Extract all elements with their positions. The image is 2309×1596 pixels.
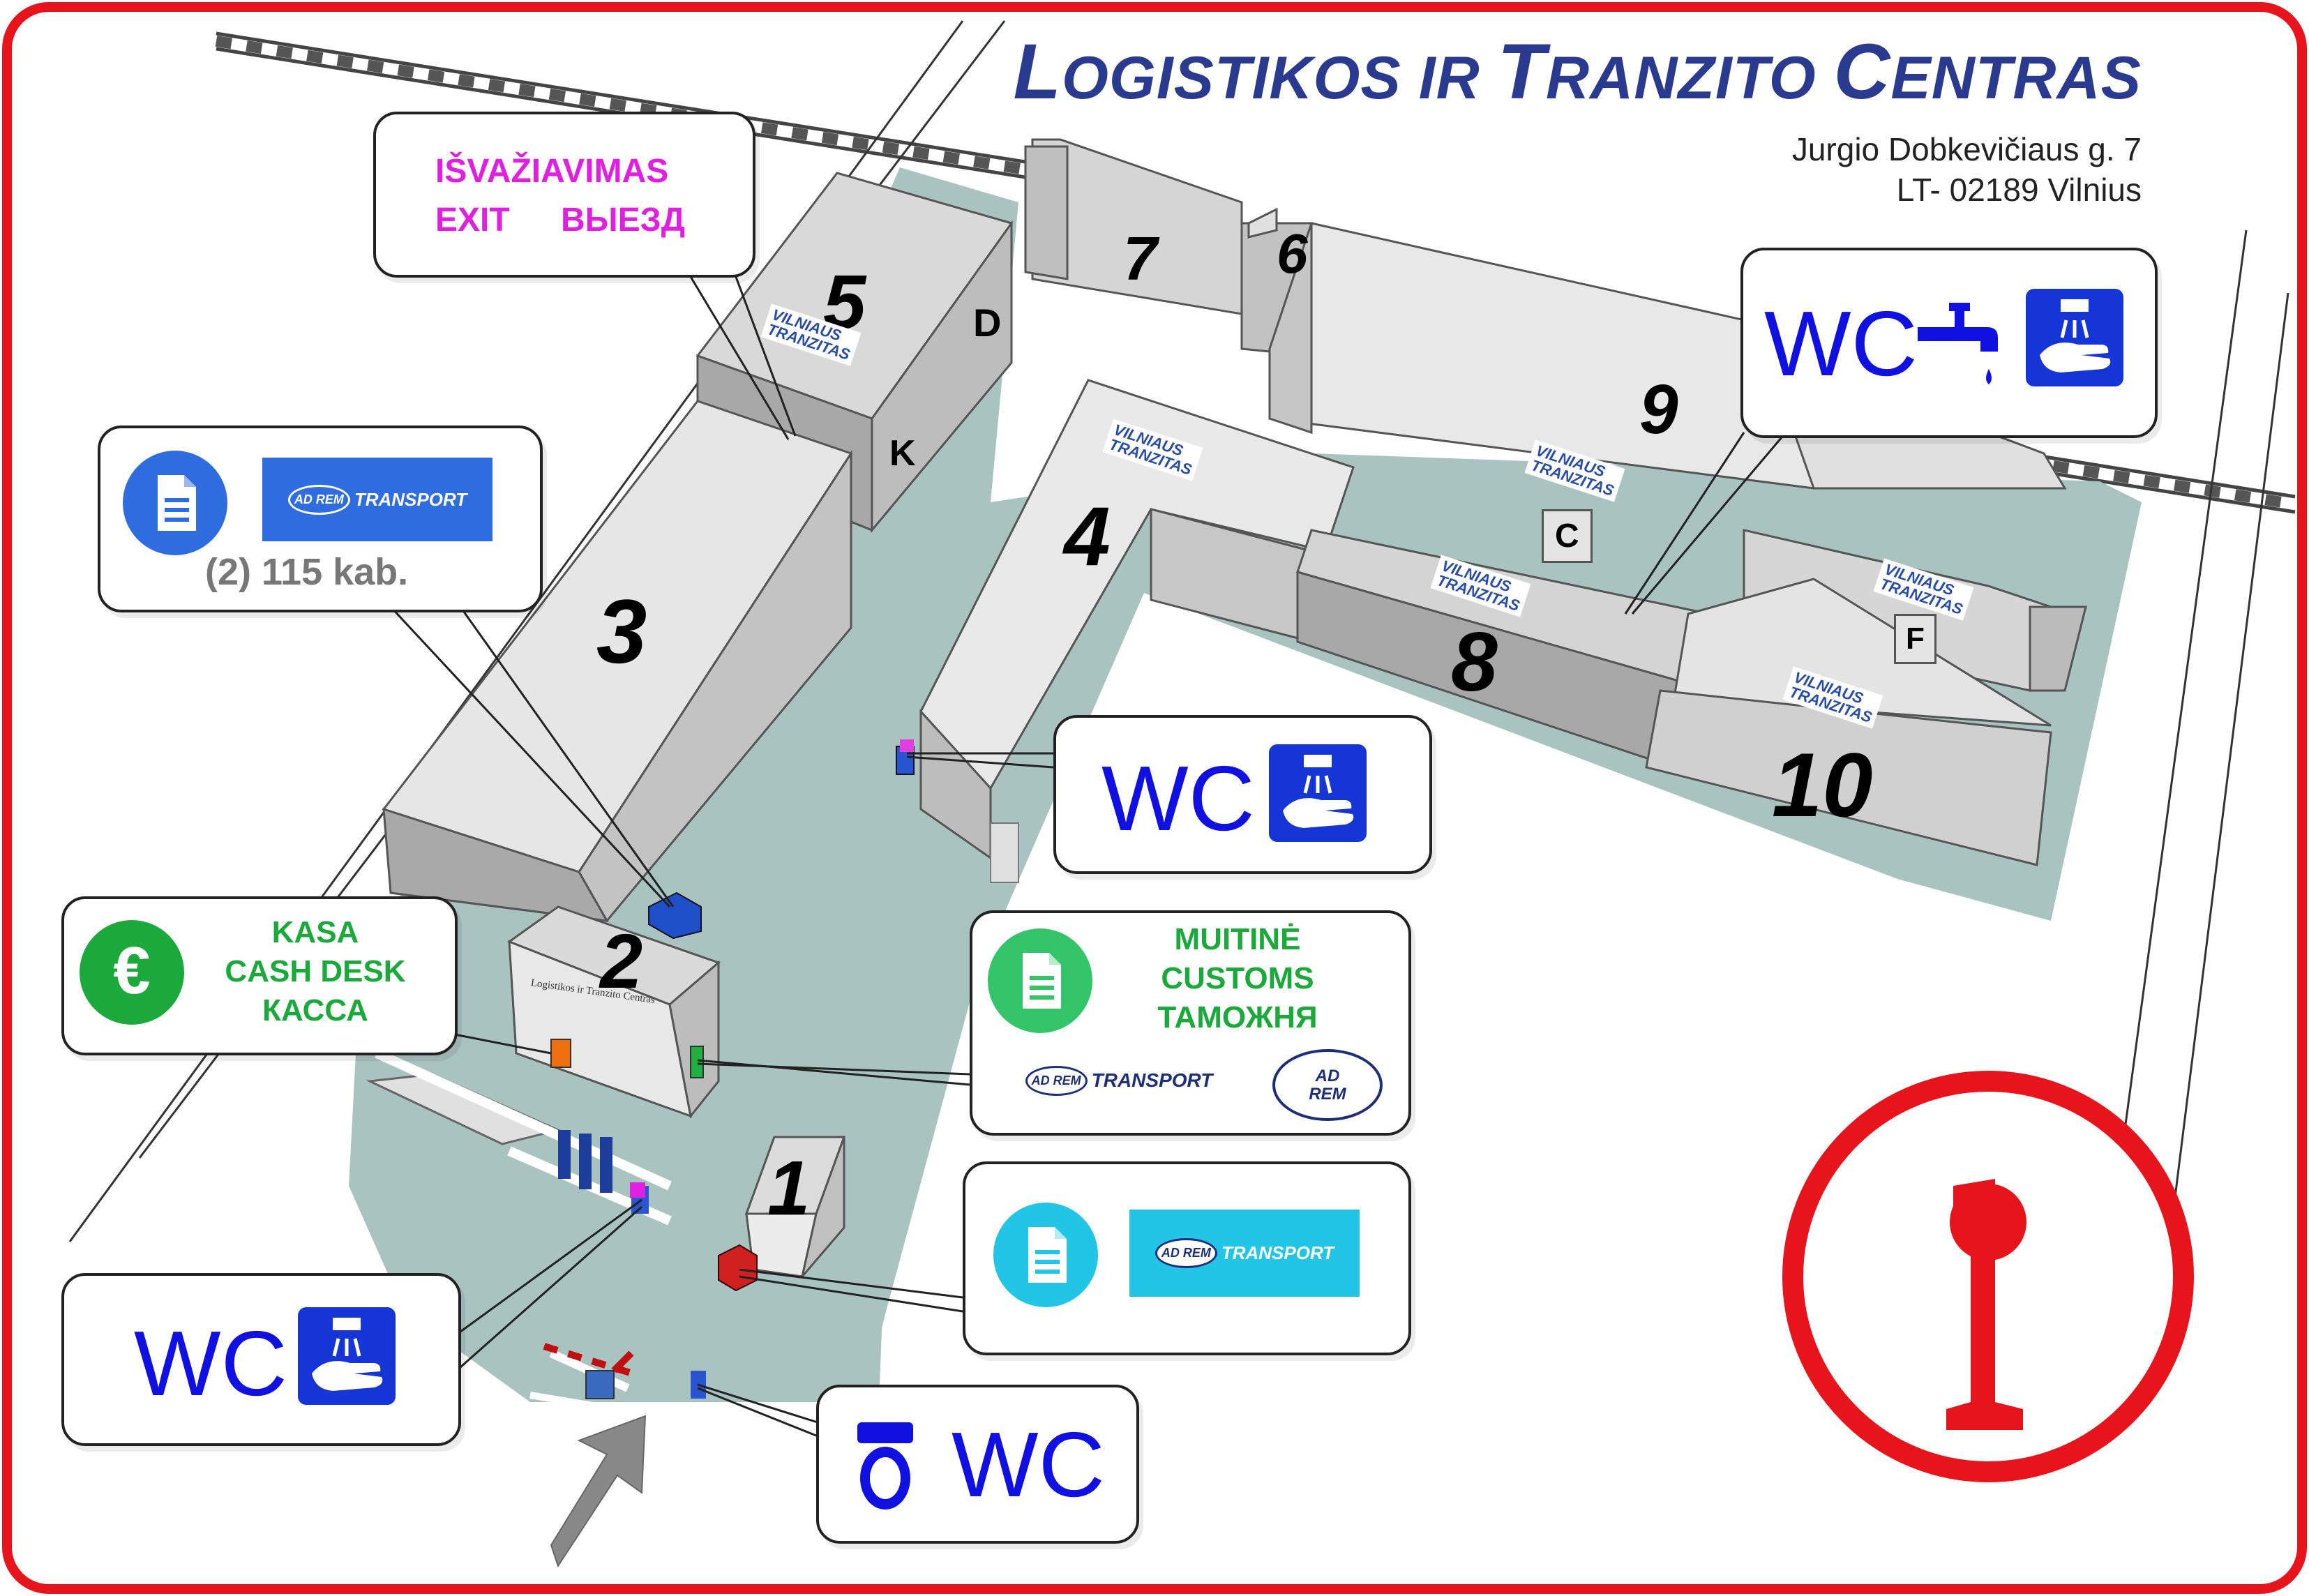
exit-label-en: EXIT [435, 202, 510, 239]
adrem-transport-logo: AD REM TRANSPORT [1129, 1210, 1360, 1297]
logo-text-rem: REM [1053, 1073, 1081, 1087]
office-room-label: (2) 115 kab. [205, 551, 409, 593]
building-2 [506, 905, 721, 1119]
callout-office: AD REM TRANSPORT (2) 115 kab. [98, 426, 543, 612]
exit-label-lt: IŠVAŽIAVIMAS [435, 153, 669, 190]
page-title: LOGISTIKOS IR TRANZITO CENTRAS [1014, 27, 2142, 116]
water-tap-icon [1918, 303, 1998, 384]
address-line-2: LT- 02189 Vilnius [1896, 172, 2142, 208]
callout-wc-middle: WC [1053, 715, 1432, 874]
building-letter-c: C [1542, 509, 1593, 563]
cash-label-lt: KASA [271, 915, 359, 949]
customs-door [690, 1046, 704, 1078]
wc-marker-entrance-top [630, 1182, 645, 1198]
callout-cash-desk: € KASA CASH DESK КАССА [61, 896, 458, 1055]
euro-icon: € [80, 920, 184, 1025]
logo-text-ad: AD [1161, 1246, 1180, 1260]
document-icon [993, 1203, 1098, 1307]
logo-text-transport: TRANSPORT [1221, 1242, 1334, 1263]
logo-text-ad: AD [1315, 1066, 1340, 1085]
document-icon [988, 928, 1092, 1033]
entrance-barrier [529, 1343, 656, 1420]
building-number-1: 1 [767, 1145, 811, 1231]
cash-desk-label: KASA CASH DESK КАССА [197, 913, 434, 1030]
adrem-globe: AD REM [1025, 1065, 1088, 1096]
logo-text-transport: TRANSPORT [1091, 1069, 1213, 1091]
handwash-icon [298, 1307, 396, 1405]
adrem-transport-logo: AD REM TRANSPORT [262, 458, 492, 541]
blue-box-marker-3 [648, 891, 702, 940]
wc-label-top: WC [1764, 292, 1918, 395]
callout-wc-bottom-left: WC [61, 1273, 461, 1446]
wc-label-middle: WC [1101, 747, 1255, 850]
gray-box [990, 822, 1019, 883]
building-number-2: 2 [600, 919, 643, 1004]
building-number-9: 9 [1639, 370, 1678, 449]
cash-label-en: CASH DESK [225, 954, 406, 988]
adrem-globe: AD REM [287, 484, 350, 515]
logo-text-rem: REM [1182, 1246, 1211, 1260]
logo-text-rem: REM [1309, 1084, 1346, 1104]
building-letter-k: K [889, 433, 916, 474]
building-10 [1645, 578, 2052, 866]
adrem-globe: AD REM [1154, 1238, 1217, 1268]
customs-label: MUITINĖ CUSTOMS ТАМОЖНЯ [1119, 920, 1356, 1037]
building-number-3: 3 [596, 580, 647, 682]
building-1 [744, 1136, 846, 1278]
cash-label-ru: КАССА [262, 993, 368, 1027]
logo-text-ad: AD [294, 492, 313, 506]
cash-desk-door [550, 1039, 571, 1068]
building-letter-d: D [973, 301, 1002, 345]
handwash-icon [1269, 744, 1367, 842]
handwash-icon [2026, 289, 2123, 386]
callout-wc-top: WC [1740, 248, 2158, 438]
title-initial-c: C [1833, 28, 1891, 115]
entrance-arrow-icon [550, 1415, 647, 1568]
building-number-10: 10 [1772, 734, 1873, 836]
building-number-7: 7 [1123, 224, 1157, 293]
address: Jurgio Dobkevičiaus g. 7 LT- 02189 Vilni… [1014, 129, 2142, 210]
document-icon [123, 451, 227, 555]
title-initial-l: L [1013, 28, 1062, 115]
logo-text-rem: REM [315, 492, 344, 506]
adrem-transport-logo: AD REM TRANSPORT [993, 1053, 1244, 1108]
callout-exit: IŠVAŽIAVIMAS EXIT ВЫЕЗД [373, 112, 755, 278]
customs-label-ru: ТАМОЖНЯ [1157, 1000, 1318, 1034]
title-part-2: RANZITO [1546, 45, 1834, 112]
wc-label-toilet: WC [952, 1413, 1105, 1516]
header: LOGISTIKOS IR TRANZITO CENTRAS Jurgio Do… [1014, 27, 2142, 210]
toilet-icon [857, 1422, 913, 1510]
wc-label-bottom-left: WC [134, 1312, 287, 1415]
building-number-4: 4 [1064, 490, 1111, 583]
customs-label-lt: MUITINĖ [1174, 922, 1301, 956]
exit-label-ru: ВЫЕЗД [561, 202, 685, 239]
title-part-3: ENTRAS [1890, 45, 2142, 112]
title-initial-t: T [1497, 28, 1547, 115]
callout-building-1: AD REM TRANSPORT [963, 1161, 1411, 1355]
building-letter-f: F [1894, 614, 1936, 664]
building-number-8: 8 [1451, 615, 1498, 709]
callout-wc-toilet: WC [816, 1385, 1139, 1544]
customs-label-en: CUSTOMS [1161, 961, 1314, 995]
logo-text-transport: TRANSPORT [354, 488, 467, 510]
title-part-1: OGISTIKOS IR [1061, 45, 1498, 112]
wc-marker-4-top [900, 739, 914, 752]
euro-glyph: € [113, 933, 150, 1008]
logo-text-ad: AD [1031, 1073, 1050, 1087]
address-line-1: Jurgio Dobkevičiaus g. 7 [1791, 131, 2142, 167]
info-icon [1782, 1071, 2194, 1482]
callout-customs: MUITINĖ CUSTOMS ТАМОЖНЯ AD REM TRANSPORT… [970, 910, 1411, 1136]
building-3 [382, 400, 853, 923]
building-number-6: 6 [1277, 223, 1308, 285]
